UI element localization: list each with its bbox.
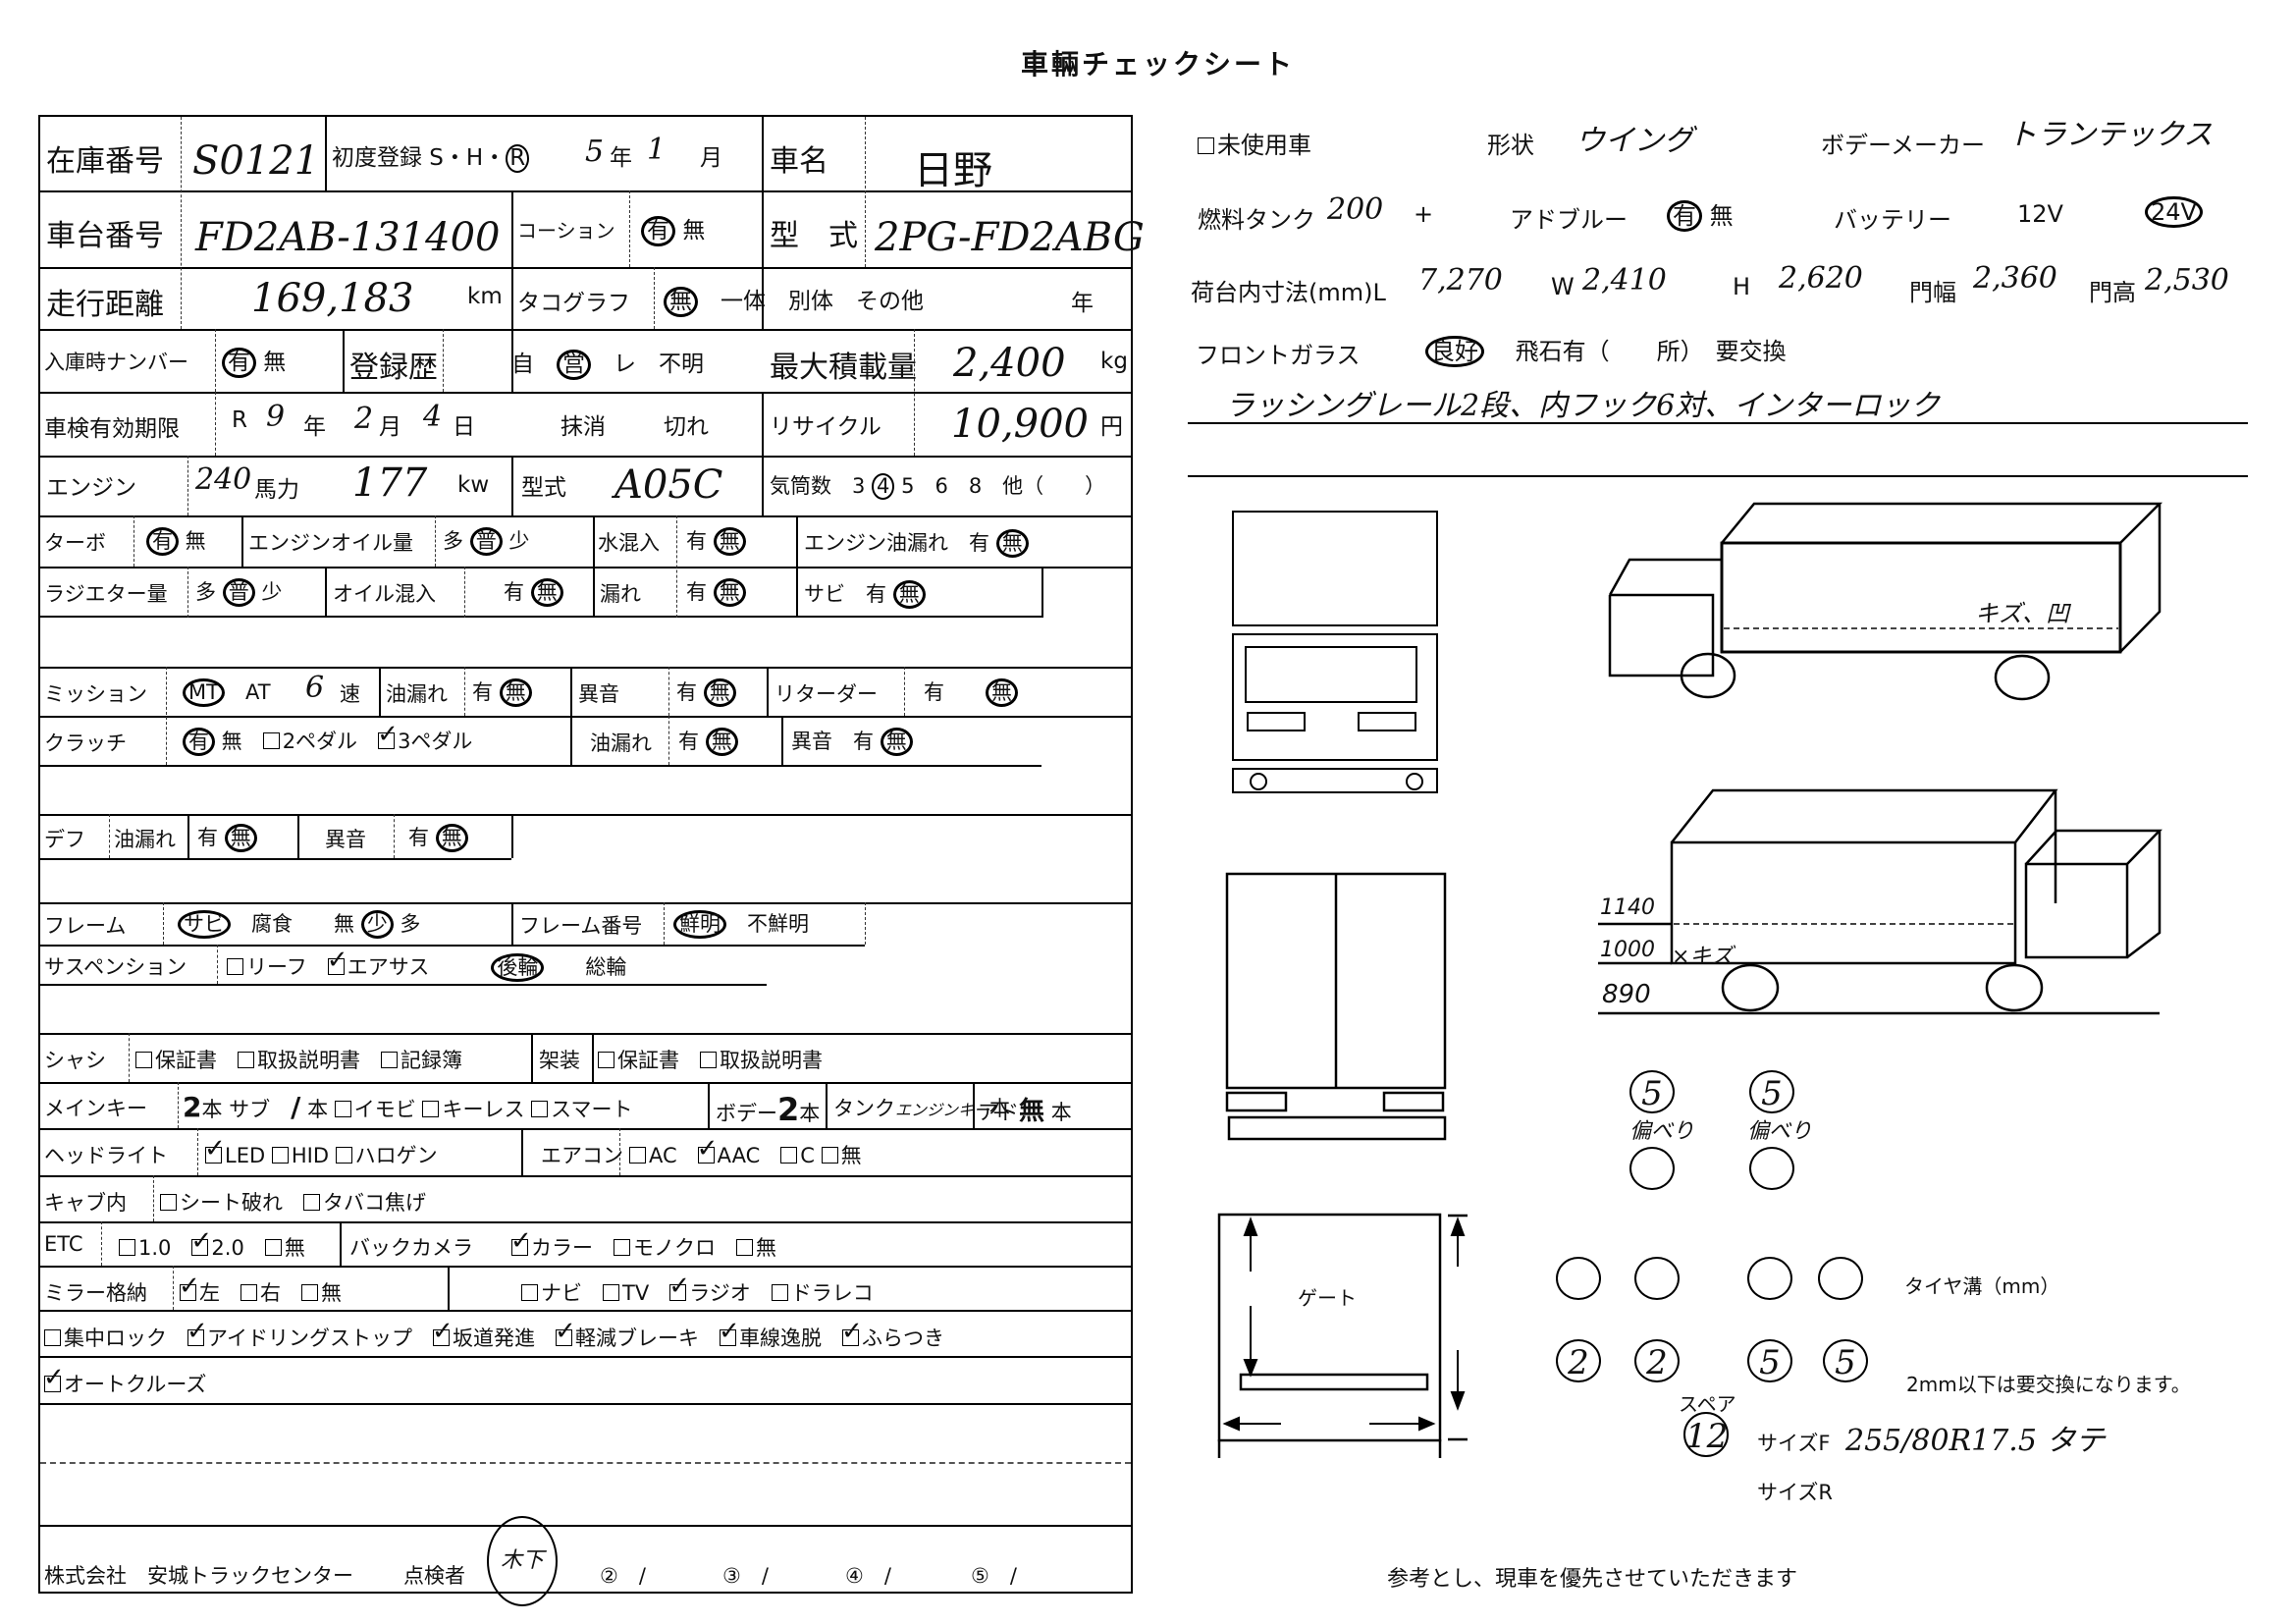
car-name-label: 車名 <box>770 144 828 179</box>
inspection-year[interactable]: 9 <box>266 400 286 434</box>
stock-no-label: 在庫番号 <box>46 144 164 179</box>
clutch-noise-option[interactable]: 異音 有 無 <box>791 726 913 757</box>
tire-front-left[interactable]: 5 <box>1629 1070 1675 1113</box>
gate-label: ゲート <box>1298 1286 1357 1310</box>
tank-key[interactable]: タンクエンジンキー本 <box>833 1097 1011 1120</box>
battery-24v[interactable]: 24V <box>2145 196 2203 229</box>
front-bumper-diagram <box>1232 768 1438 793</box>
mission-option[interactable]: MT AT <box>183 677 271 708</box>
oil-mix-option[interactable]: 有 無 <box>504 576 563 608</box>
tire-empty[interactable] <box>1634 1257 1680 1300</box>
disclaimer: 参考とし、現車を優先させていただきます <box>1387 1567 1798 1592</box>
cab-options[interactable]: シート破れ タバコ焦げ <box>160 1187 426 1217</box>
leak-option[interactable]: 有 無 <box>686 576 746 608</box>
chassis-docs[interactable]: 保証書 取扱説明書 記録簿 <box>135 1045 462 1074</box>
body-key[interactable]: ボデー2本 <box>716 1091 821 1128</box>
inspector-stamp: 木下 <box>487 1516 558 1606</box>
upper-truck-note: キズ、凹 <box>1975 600 2069 627</box>
unused-car-checkbox[interactable]: 未使用車 <box>1198 126 1311 160</box>
recycle-fee[interactable]: 10,900 <box>951 402 1089 447</box>
tire-empty[interactable] <box>1749 1147 1794 1190</box>
history-options[interactable]: 自 営 レ 不明 <box>511 345 704 381</box>
speeds[interactable]: 6 <box>305 671 325 705</box>
front-grille-diagram <box>1232 633 1438 761</box>
tire-empty[interactable] <box>1629 1147 1675 1190</box>
cylinders[interactable]: 気筒数 3 4 5 6 8 他（ ） <box>770 470 1105 501</box>
front-windshield-diagram <box>1232 511 1438 626</box>
tire-empty[interactable] <box>1747 1257 1792 1300</box>
chassis-no-label: 車台番号 <box>46 219 164 253</box>
max-load[interactable]: 2,400 <box>953 341 1066 386</box>
tachograph-options[interactable]: 無 一体 別体 その他 <box>664 282 924 318</box>
tire-empty[interactable] <box>1556 1257 1601 1300</box>
retarder-option[interactable]: 有 無 <box>924 677 1018 708</box>
cargo-height[interactable]: 2,620 <box>1779 261 1863 296</box>
tire-rear-2[interactable]: 2 <box>1634 1339 1680 1382</box>
rust-option[interactable]: サビ 有 無 <box>804 578 926 610</box>
tire-spare[interactable]: 12 <box>1683 1412 1729 1457</box>
car-name[interactable]: 日野 <box>914 148 992 193</box>
adblue-option[interactable]: 有 無 <box>1667 196 1734 233</box>
frame-corrosion-option[interactable]: サビ 腐食 無 少 多 <box>178 908 420 940</box>
windshield-options[interactable]: 良好 飛石有（ 所） 要交換 <box>1425 332 1787 368</box>
remarks[interactable]: ラッシングレール2段、内フック6対、インターロック <box>1225 389 1941 423</box>
chassis-no[interactable]: FD2AB-131400 <box>195 215 501 260</box>
engine-type[interactable]: A05C <box>614 462 723 508</box>
key-counts[interactable]: 2本 サブ / 本 イモビ キーレス スマート <box>183 1091 633 1123</box>
safety-options[interactable]: 集中ロック アイドリングストップ 坂道発進 軽減ブレーキ 車線逸脱 ふらつき <box>44 1317 944 1352</box>
mission-noise-option[interactable]: 有 無 <box>676 677 736 708</box>
stock-no[interactable]: S0121 <box>192 138 320 184</box>
mirror-options[interactable]: 左 右 無 <box>179 1272 342 1307</box>
clutch-oil-leak-option[interactable]: 有 無 <box>678 726 738 757</box>
company-name: 株式会社 安城トラックセンター <box>44 1564 353 1588</box>
etc-options[interactable]: 1.0 2.0 無 <box>119 1226 305 1262</box>
first-reg-year[interactable]: 5 <box>585 135 605 169</box>
cargo-length[interactable]: 7,270 <box>1418 263 1503 298</box>
inspection-month[interactable]: 2 <box>354 402 374 436</box>
frame-no-option[interactable]: 鮮明 不鮮明 <box>673 908 809 940</box>
cargo-dimensions-label: 荷台内寸法(mm)L <box>1191 279 1386 306</box>
engine-leak-option[interactable]: エンジン油漏れ 有 無 <box>804 527 1029 559</box>
tire-empty[interactable] <box>1818 1257 1863 1300</box>
mileage[interactable]: 169,183 <box>251 276 414 321</box>
clutch-option[interactable]: 有 無 2ペダル 3ペダル <box>183 720 472 757</box>
tire-front-right[interactable]: 5 <box>1749 1070 1794 1113</box>
body-maker[interactable]: トランテックス <box>2007 118 2214 152</box>
headlight-options[interactable]: LED HID ハロゲン <box>204 1134 438 1169</box>
kilowatt[interactable]: 177 <box>352 460 428 506</box>
camera-options[interactable]: カラー モノクロ 無 <box>510 1226 776 1262</box>
tire-rear-3[interactable]: 5 <box>1747 1339 1792 1382</box>
check-table: 在庫番号 S0121 初度登録 S・H・R 5 年 1 月 車名 日野 車台番号… <box>38 115 1145 1606</box>
horsepower[interactable]: 240 <box>195 462 252 497</box>
shape[interactable]: ウイング <box>1575 124 1693 158</box>
tire-rear-1[interactable]: 2 <box>1556 1339 1601 1382</box>
turbo-option[interactable]: 有 無 <box>146 525 206 557</box>
tire-size-front[interactable]: 255/80R17.5 タテ <box>1845 1424 2106 1458</box>
page-title: 車輛チェックシート <box>1021 48 1296 81</box>
coating-option[interactable]: 有 無 <box>641 211 705 247</box>
adblue-key[interactable]: アド無 本 <box>978 1097 1072 1126</box>
body-docs[interactable]: 保証書 取扱説明書 <box>598 1045 823 1074</box>
water-option[interactable]: 有 無 <box>686 525 746 557</box>
first-reg-month[interactable]: 1 <box>647 133 667 167</box>
mission-oil-leak-option[interactable]: 有 無 <box>472 677 532 708</box>
door-height[interactable]: 2,530 <box>2145 263 2229 298</box>
oil-amount-option[interactable]: 多 普 少 <box>443 525 529 557</box>
plate-option[interactable]: 有 無 <box>222 343 286 379</box>
radiator-option[interactable]: 多 普 少 <box>195 576 282 608</box>
tire-rear-4[interactable]: 5 <box>1823 1339 1868 1382</box>
fuel-tank[interactable]: 200 <box>1327 192 1384 227</box>
aircon-options[interactable]: AC AAC C 無 <box>629 1134 862 1169</box>
av-options[interactable]: ナビ TV ラジオ ドラレコ <box>521 1272 874 1307</box>
diff-oil-leak-option[interactable]: 有 無 <box>197 822 257 853</box>
tire-warning: 2mm以下は要交換になります。 <box>1906 1373 2191 1396</box>
cargo-width[interactable]: 2,410 <box>1582 263 1667 298</box>
model[interactable]: 2PG-FD2ABG <box>875 215 1145 260</box>
door-width[interactable]: 2,360 <box>1973 261 2057 296</box>
cruise-option[interactable]: オートクルーズ <box>43 1363 206 1398</box>
diff-noise-option[interactable]: 有 無 <box>408 822 468 853</box>
inspection-day[interactable]: 4 <box>423 400 443 434</box>
suspension-options[interactable]: リーフ エアサス 後輪 総輪 <box>227 946 626 983</box>
first-reg: 初度登録 S・H・R <box>332 138 530 174</box>
